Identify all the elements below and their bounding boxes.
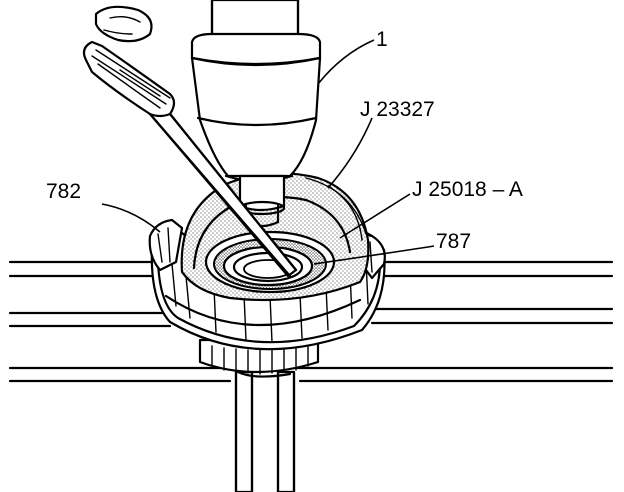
- callout-j25018a: J 25018 – A: [412, 178, 523, 201]
- callout-1: 1: [376, 28, 388, 51]
- callout-labels: 1 J 23327 J 25018 – A 787 782: [46, 28, 523, 253]
- press-ram: [190, 0, 322, 228]
- callout-782: 782: [46, 180, 81, 203]
- screwdriver: [82, 5, 298, 278]
- support-posts: [234, 370, 296, 492]
- fixture-rails: [8, 260, 614, 383]
- callout-j23327: J 23327: [360, 98, 435, 121]
- callout-787: 787: [436, 230, 471, 253]
- leader-lines: [101, 39, 435, 265]
